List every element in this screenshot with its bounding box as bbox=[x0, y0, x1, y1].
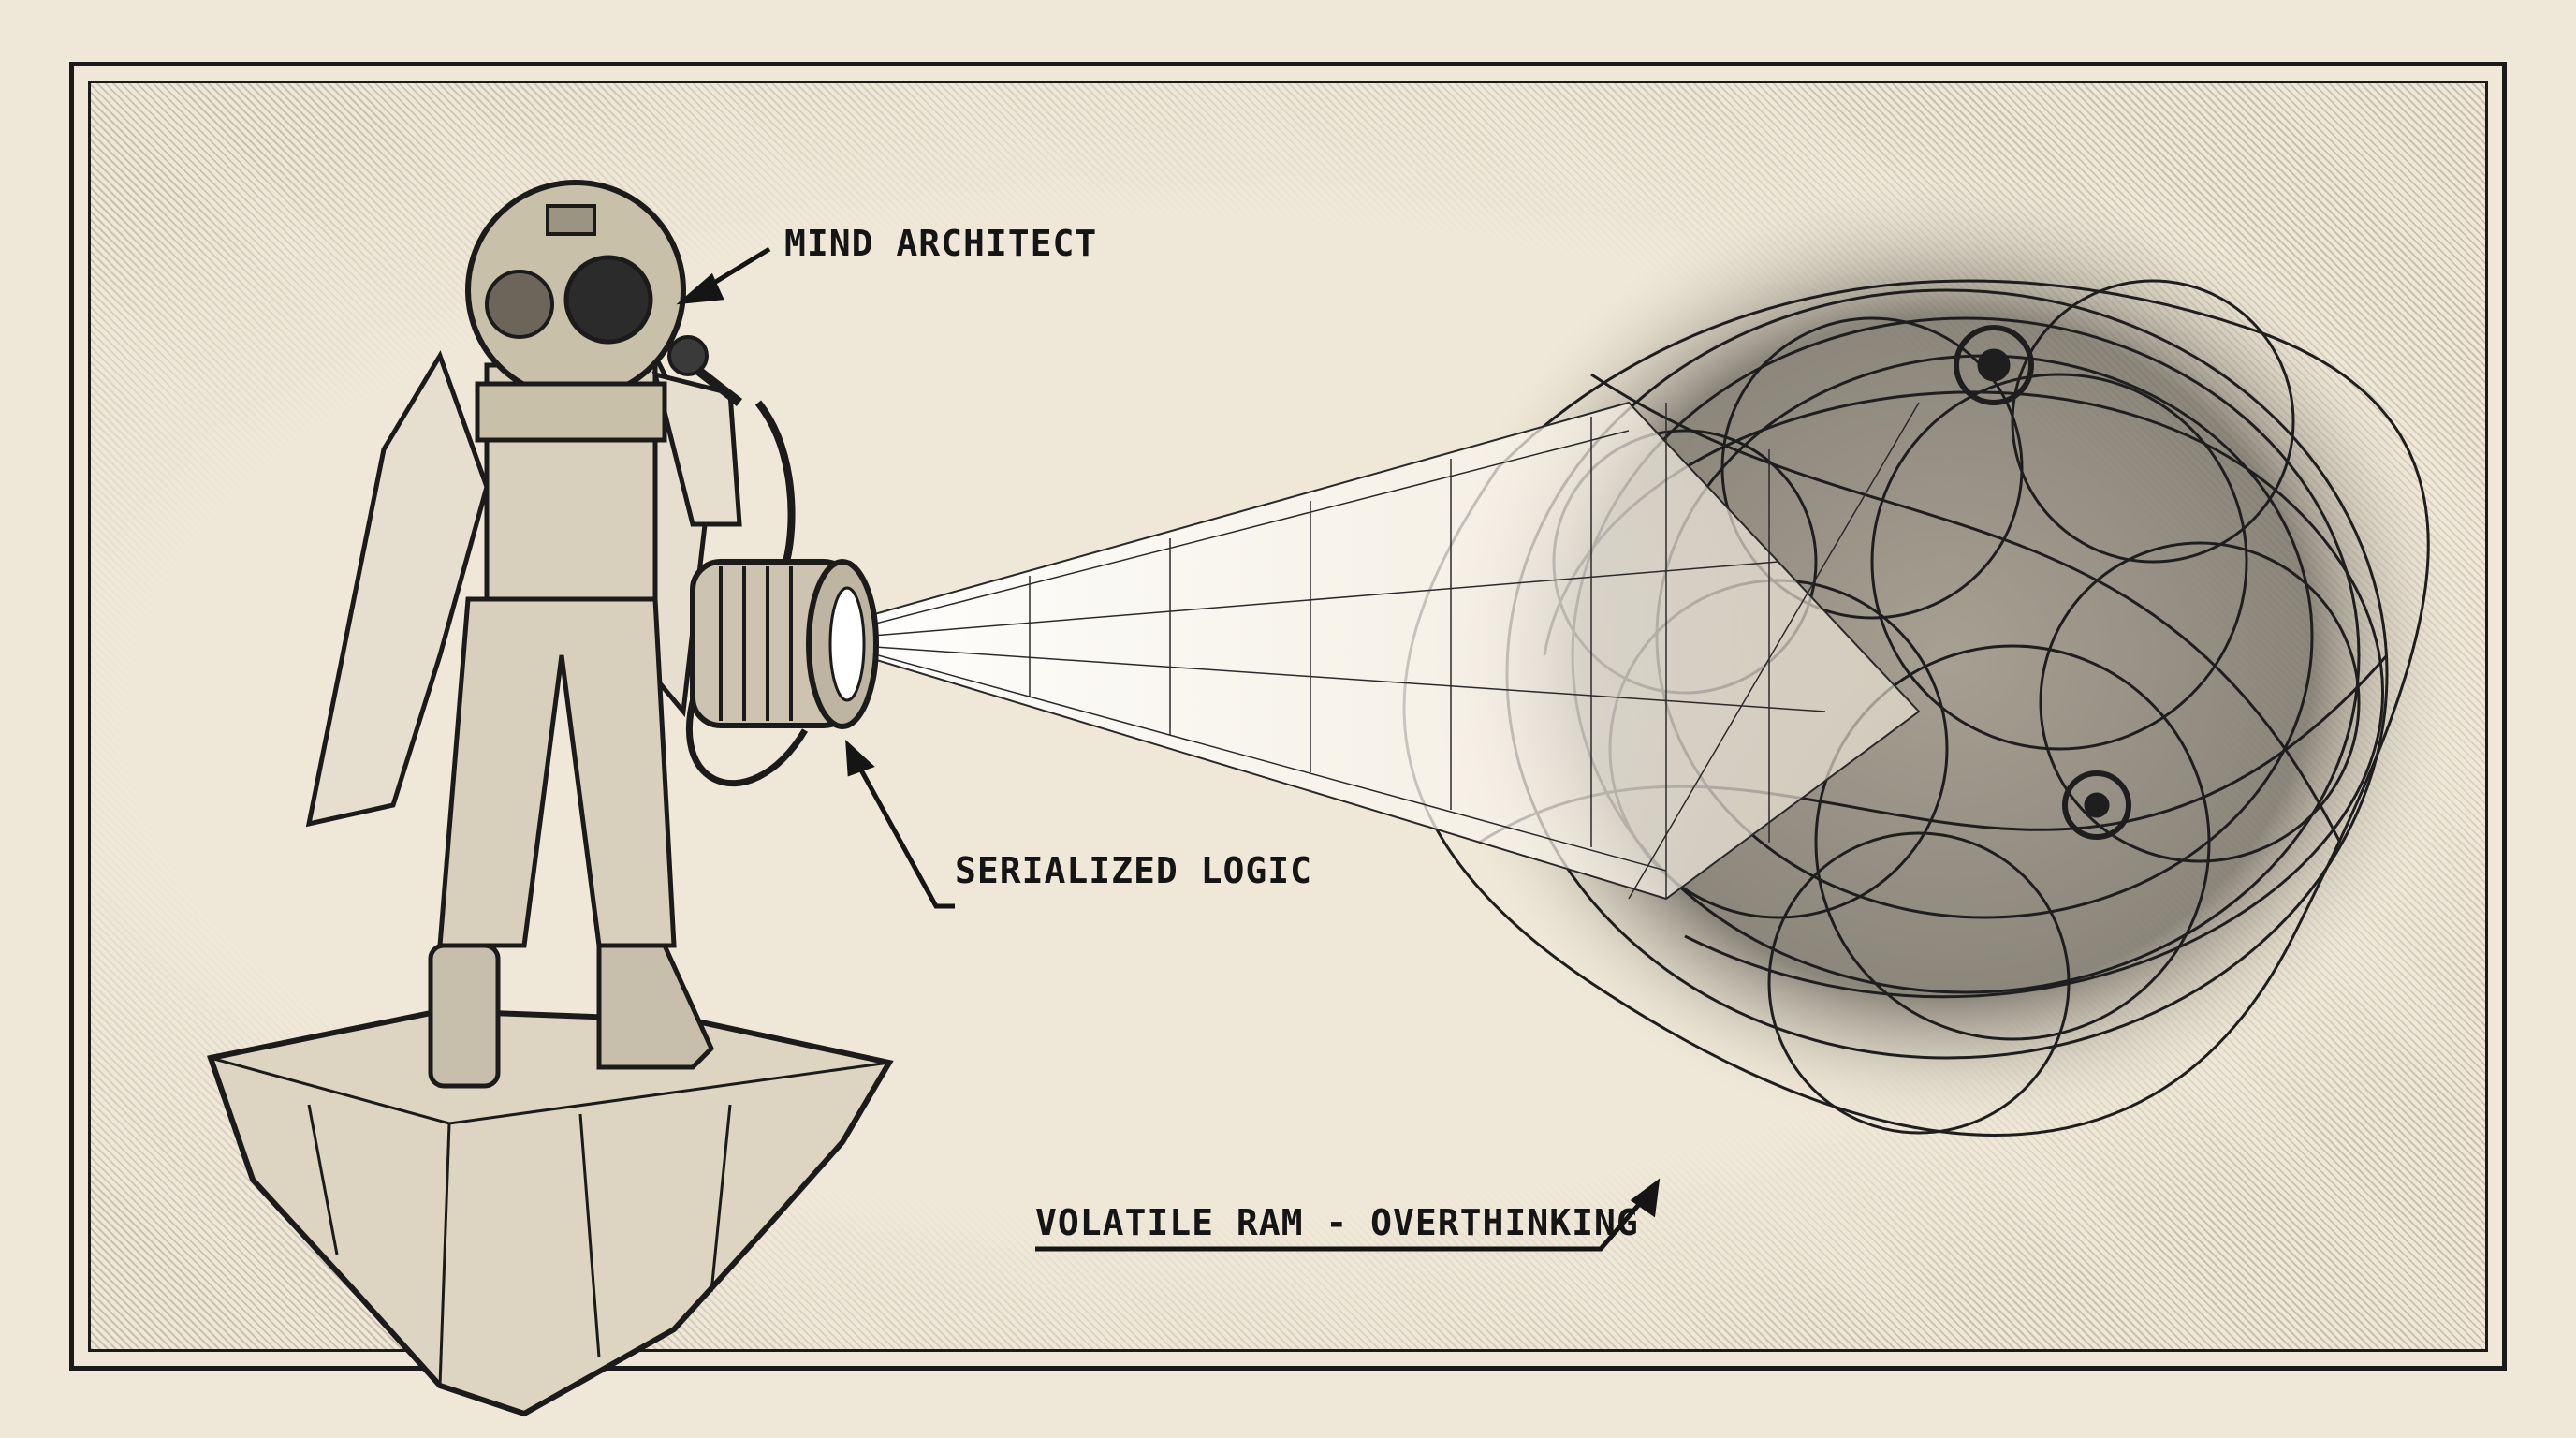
serialized-logic-label: SERIALIZED LOGIC bbox=[955, 850, 1313, 891]
floating-rock-island-icon bbox=[207, 1007, 894, 1417]
tangled-wire-cloud-icon bbox=[1402, 169, 2471, 1142]
diving-helmet-figure-icon bbox=[305, 180, 808, 1089]
cable-reel-speaker-icon bbox=[690, 559, 879, 729]
pointer-arrow-icon bbox=[676, 246, 771, 305]
pointer-arrow-icon bbox=[845, 739, 955, 909]
outer-frame bbox=[69, 62, 2507, 1371]
volatile-ram-label: VOLATILE RAM - OVERTHINKING bbox=[1035, 1202, 1639, 1243]
mind-architect-label: MIND ARCHITECT bbox=[784, 223, 1098, 264]
pointer-arrow-icon bbox=[1035, 1178, 1661, 1252]
